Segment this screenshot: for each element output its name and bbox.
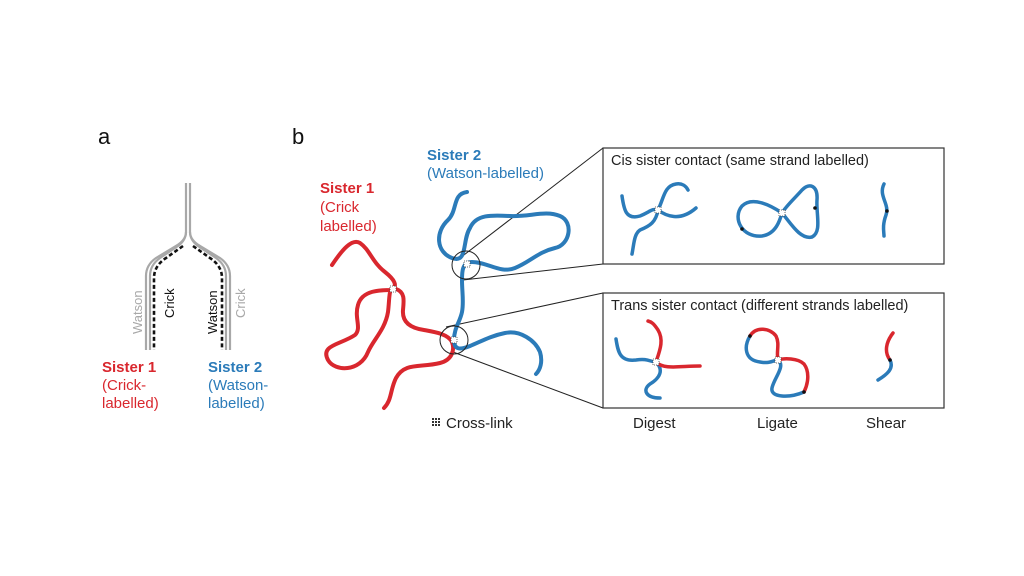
panel-a-sister2-line1: (Watson- <box>208 377 268 394</box>
cross-link-mark <box>654 206 662 214</box>
trans-shear-red <box>884 331 895 362</box>
ligation-junction-dot <box>813 206 817 210</box>
panel-b-label: b <box>292 124 304 149</box>
cross-link-mark <box>778 209 786 217</box>
strand-label-right-watson: Watson <box>205 290 220 334</box>
cross-link-mark <box>389 285 397 293</box>
cis-contact-box: Cis sister contact (same strand labelled… <box>602 147 945 265</box>
strand-label-right-crick: Crick <box>233 288 248 318</box>
trans-digest-diagram <box>614 319 702 400</box>
trans-contact-box: Trans sister contact (different strands … <box>602 292 945 409</box>
ligation-junction-dot <box>885 209 889 213</box>
connector-trans-bottom <box>452 351 604 409</box>
ligation-junction-dot <box>802 390 806 394</box>
ligation-junction-dot <box>748 334 752 338</box>
sister2-chromatid <box>437 190 571 376</box>
panel-a-sister2-title: Sister 2 <box>208 359 262 376</box>
cross-link-mark <box>652 358 660 366</box>
legend-cross-link: Cross-link <box>432 415 513 432</box>
panel-a-sister1-line1: (Crick- <box>102 377 146 394</box>
fork-template-left-outer <box>144 231 188 350</box>
sister1-chromatid <box>324 239 456 410</box>
cross-link-icon <box>432 418 440 426</box>
fork-new-strand-crick <box>152 244 184 350</box>
fork-new-strand-watson <box>192 244 224 350</box>
trans-shear-blue <box>876 358 893 382</box>
connector-cis-bottom <box>462 263 604 281</box>
panel-a-sister1-line2: labelled) <box>102 395 159 412</box>
ligation-junction-dot <box>740 227 744 231</box>
zoom-connectors <box>445 147 604 409</box>
magnifier-circle-trans <box>439 325 469 355</box>
cis-ligate-diagram <box>736 184 820 239</box>
panel-b-sister1-line1: (Crick <box>320 199 360 216</box>
fork-template-strand-left <box>148 183 188 350</box>
panel-a-sister2-line2: labelled) <box>208 395 265 412</box>
trans-box-title: Trans sister contact (different strands … <box>611 298 908 314</box>
step-label-shear: Shear <box>866 415 906 432</box>
cross-link-mark <box>774 356 782 364</box>
panel-a-label: a <box>98 124 111 149</box>
legend-cross-link-label: Cross-link <box>446 415 513 432</box>
panel-b-sister2-line1: (Watson-labelled) <box>427 165 544 182</box>
connector-trans-top <box>445 292 604 328</box>
magnifier-circle-cis <box>451 250 481 280</box>
cross-link-mark <box>450 336 458 344</box>
panel-b-sister1-title: Sister 1 <box>320 180 374 197</box>
panel-a-sister1-title: Sister 1 <box>102 359 156 376</box>
strand-label-left-watson: Watson <box>130 290 145 334</box>
cis-box-title: Cis sister contact (same strand labelled… <box>611 153 869 169</box>
panel-b-sister1-line2: labelled) <box>320 218 377 235</box>
fork-template-right-outer <box>188 231 232 350</box>
replication-fork <box>144 183 232 350</box>
step-label-ligate: Ligate <box>757 415 798 432</box>
cis-shear-diagram <box>880 182 889 238</box>
strand-label-left-crick: Crick <box>162 288 177 318</box>
ligation-junction-dot <box>888 358 892 362</box>
panel-b-sister2-title: Sister 2 <box>427 147 481 164</box>
step-label-digest: Digest <box>633 415 676 432</box>
crosslink-marks <box>389 260 471 344</box>
cross-link-mark <box>463 260 471 268</box>
connector-cis-top <box>459 147 604 259</box>
